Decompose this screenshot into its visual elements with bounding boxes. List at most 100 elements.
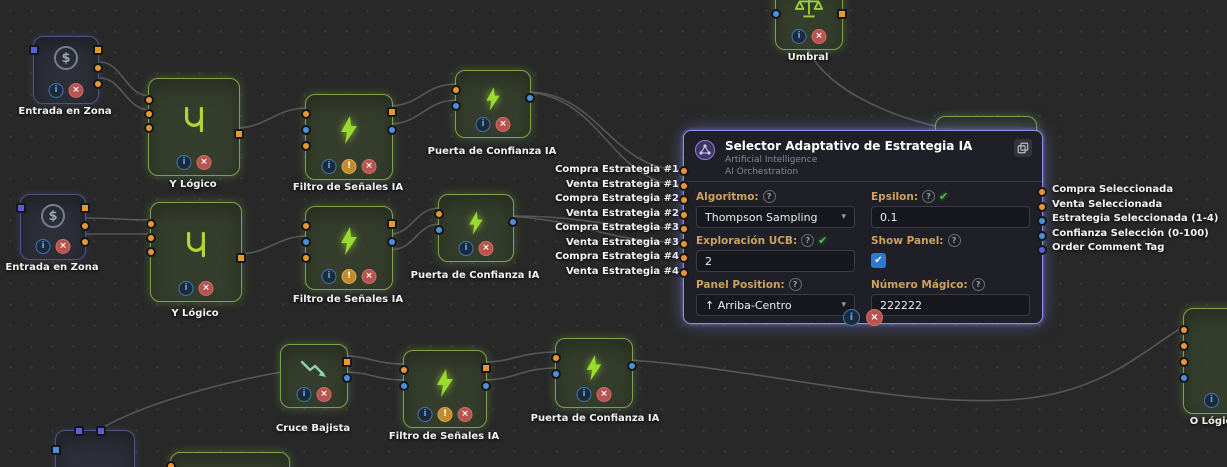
port-output[interactable] <box>93 63 103 73</box>
node-info-button[interactable]: i <box>458 241 474 256</box>
node-y-logico-1[interactable]: i × <box>144 78 244 176</box>
port-input[interactable] <box>51 445 61 455</box>
port-input[interactable] <box>399 365 409 375</box>
node-info-button[interactable]: i <box>576 387 592 402</box>
node-entrada-en-zona-2[interactable]: $ i × <box>16 194 90 260</box>
node-warning-button[interactable]: ! <box>437 407 453 422</box>
port-input[interactable] <box>679 253 689 263</box>
node-warning-button[interactable]: ! <box>341 159 357 174</box>
exploracion-ucb-input[interactable] <box>696 250 855 272</box>
port-input[interactable] <box>29 45 39 55</box>
help-icon[interactable]: ? <box>762 190 776 203</box>
node-info-button[interactable]: i <box>296 387 312 402</box>
port-input[interactable] <box>679 239 689 249</box>
node-close-button[interactable]: × <box>68 83 84 98</box>
port-output[interactable] <box>387 125 397 135</box>
port-input[interactable] <box>551 369 561 379</box>
port-input[interactable] <box>301 221 311 231</box>
node-filtro-senales-1[interactable]: i ! × <box>301 94 397 180</box>
port-output[interactable] <box>1037 231 1047 241</box>
port-output[interactable] <box>93 45 103 55</box>
node-close-button[interactable]: × <box>361 159 377 174</box>
port-output[interactable] <box>837 9 847 19</box>
node-close-button[interactable]: × <box>316 387 332 402</box>
port-input[interactable] <box>771 9 781 19</box>
help-icon[interactable]: ? <box>947 234 961 247</box>
node-partial-bottom-left[interactable] <box>51 426 135 467</box>
port-output[interactable] <box>1037 245 1047 255</box>
node-entrada-en-zona-1[interactable]: $ i × <box>29 36 103 104</box>
port-input[interactable] <box>301 237 311 247</box>
node-info-button[interactable]: i <box>176 155 192 170</box>
node-close-button[interactable]: × <box>596 387 612 402</box>
node-close-button[interactable]: × <box>478 241 494 256</box>
port-input[interactable] <box>301 253 311 263</box>
node-puerta-confianza-3[interactable]: i × <box>551 338 637 408</box>
port-input[interactable] <box>679 224 689 234</box>
port-input[interactable] <box>399 381 409 391</box>
port-input[interactable] <box>146 219 156 229</box>
port-input[interactable] <box>166 461 176 467</box>
node-umbral[interactable]: i × <box>771 0 847 50</box>
help-icon[interactable]: ? <box>922 190 936 203</box>
port-output[interactable] <box>1037 202 1047 212</box>
node-selector-adaptativo[interactable]: Selector Adaptativo de Estrategia IA Art… <box>679 130 1047 326</box>
port-input[interactable] <box>1179 325 1189 335</box>
port-output[interactable] <box>387 237 397 247</box>
node-filtro-senales-2[interactable]: i ! × <box>301 206 397 290</box>
port-input[interactable] <box>144 95 154 105</box>
port-input[interactable] <box>16 203 26 213</box>
node-info-button[interactable]: i <box>417 407 433 422</box>
node-info-button[interactable]: i <box>475 117 491 132</box>
port-output[interactable] <box>80 237 90 247</box>
node-info-button[interactable]: i <box>35 239 51 254</box>
port-output[interactable] <box>387 107 397 117</box>
node-close-button[interactable]: × <box>196 155 212 170</box>
node-info-button[interactable]: i <box>48 83 64 98</box>
panel-position-dropdown[interactable]: ↑ Arriba-Centro ▾ <box>696 294 855 316</box>
numero-magico-input[interactable] <box>871 294 1030 316</box>
port-output[interactable] <box>627 361 637 371</box>
port-input[interactable] <box>144 109 154 119</box>
port-input[interactable] <box>74 426 84 436</box>
node-partial-bottom-middle[interactable] <box>166 452 290 467</box>
node-warning-button[interactable]: ! <box>341 269 357 284</box>
node-close-button[interactable]: × <box>495 117 511 132</box>
node-info-button[interactable]: i <box>1204 393 1219 408</box>
port-output[interactable] <box>234 129 244 139</box>
port-output[interactable] <box>342 357 352 367</box>
node-close-button[interactable]: × <box>811 29 827 44</box>
node-y-logico-2[interactable]: i × <box>146 202 246 302</box>
node-filtro-senales-3[interactable]: i ! × <box>399 350 491 428</box>
port-input[interactable] <box>679 181 689 191</box>
node-cruce-bajista[interactable]: i × <box>280 344 352 408</box>
node-info-button[interactable]: i <box>321 159 337 174</box>
port-input[interactable] <box>144 123 154 133</box>
port-input[interactable] <box>451 85 461 95</box>
duplicate-node-button[interactable] <box>1014 139 1032 157</box>
port-input[interactable] <box>146 247 156 257</box>
node-close-button[interactable]: × <box>361 269 377 284</box>
node-close-button[interactable]: × <box>457 407 473 422</box>
port-input[interactable] <box>451 101 461 111</box>
node-o-logico[interactable]: i <box>1179 308 1227 414</box>
node-close-button[interactable]: × <box>198 281 214 296</box>
port-input[interactable] <box>679 166 689 176</box>
port-output[interactable] <box>236 253 246 263</box>
port-input[interactable] <box>301 109 311 119</box>
node-info-button[interactable]: i <box>321 269 337 284</box>
port-input[interactable] <box>434 225 444 235</box>
node-close-button[interactable]: × <box>866 309 883 326</box>
port-output[interactable] <box>93 79 103 89</box>
port-input[interactable] <box>1179 373 1189 383</box>
node-puerta-confianza-1[interactable]: i × <box>451 70 535 138</box>
port-input[interactable] <box>301 125 311 135</box>
port-output[interactable] <box>481 381 491 391</box>
port-input[interactable] <box>1179 357 1189 367</box>
node-info-button[interactable]: i <box>843 309 860 326</box>
port-output[interactable] <box>387 219 397 229</box>
node-puerta-confianza-2[interactable]: i × <box>434 194 518 262</box>
help-icon[interactable]: ? <box>971 278 985 291</box>
port-input[interactable] <box>146 233 156 243</box>
